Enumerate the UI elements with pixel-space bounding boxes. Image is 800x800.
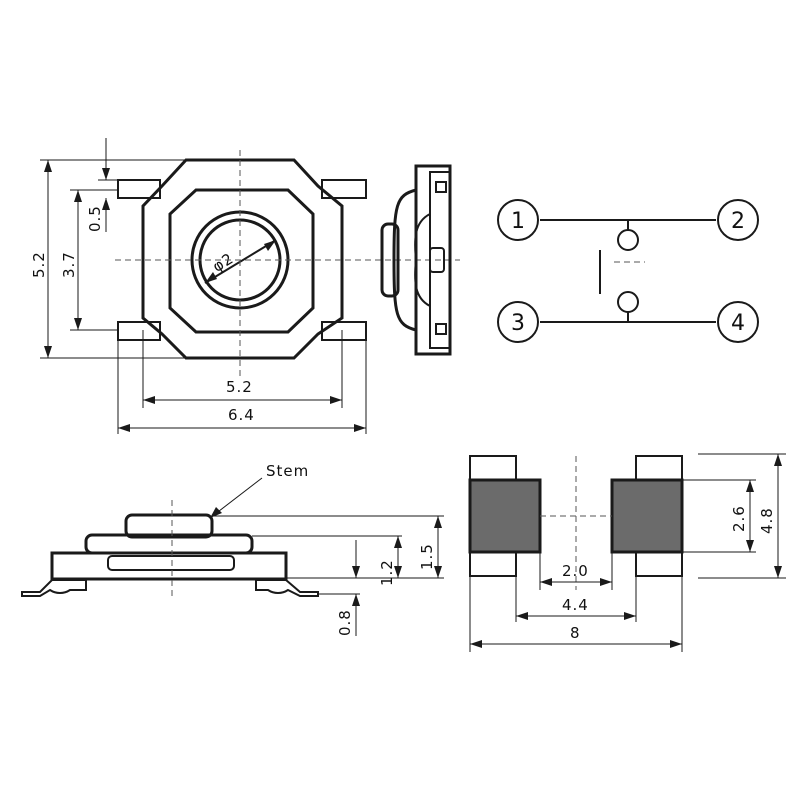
switch-inner-outline: [168, 188, 315, 334]
dim-pad-total: 4.8: [758, 507, 776, 534]
pcb-footprint: 2.6 4.8 2.0 4.4 8: [468, 453, 786, 652]
dim-height-pin-span: 3.7: [60, 251, 78, 278]
contact-bottom: [617, 291, 639, 313]
pin-1-marker: [497, 199, 539, 241]
pin-3-label: 3: [511, 311, 525, 336]
dim-pad-height: 2.6: [730, 505, 748, 532]
pin-2-marker: [717, 199, 759, 241]
elevation-stem: [124, 513, 214, 539]
side-dome: [392, 188, 417, 332]
pin-2-label: 2: [731, 209, 745, 234]
dim-pin-span-width: 6.4: [228, 406, 255, 424]
pin-4-marker: [717, 301, 759, 343]
pad-left: [468, 478, 542, 554]
dim-height-outer: 5.2: [30, 251, 48, 278]
pin-3-marker: [497, 301, 539, 343]
front-elevation: Stem 1.5 1.2 0.8: [21, 462, 444, 636]
side-stem: [380, 222, 400, 298]
pin-4-label: 4: [731, 311, 745, 336]
switch-body-outline: [141, 158, 344, 360]
contact-top: [617, 229, 639, 251]
elevation-body: [50, 551, 288, 581]
side-view: [380, 164, 452, 356]
dim-pin-offset: 0.8: [336, 609, 354, 636]
dim-pad-span-inner: 4.4: [562, 596, 589, 614]
pin-bottom-right: [321, 321, 367, 341]
dim-total-height: 1.5: [418, 543, 436, 570]
stem-diameter-label: φ2: [209, 249, 237, 276]
dim-pad-gap: 2.0: [562, 562, 589, 580]
stem-label: Stem: [266, 462, 309, 480]
dim-pin-width: 0.5: [86, 205, 104, 232]
pin-1-label: 1: [511, 209, 525, 234]
pin-bottom-left: [117, 321, 161, 341]
elevation-lead-right: [255, 579, 319, 597]
pad-right: [610, 478, 684, 554]
pin-schematic: 1 2 3 4: [497, 199, 759, 343]
dim-body-width: 5.2: [226, 378, 253, 396]
elevation-lead-left: [21, 579, 87, 597]
dim-pad-span-total: 8: [570, 624, 581, 642]
dim-body-height: 1.2: [378, 559, 396, 586]
